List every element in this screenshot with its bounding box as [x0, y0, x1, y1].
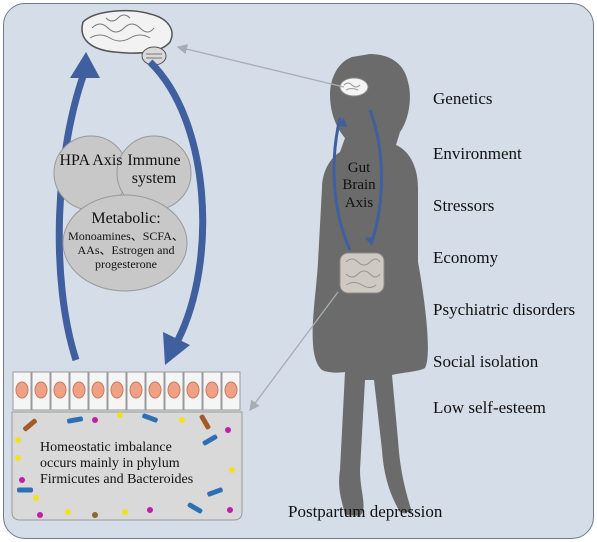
gut-icon	[339, 252, 385, 294]
cell-nucleus	[186, 381, 200, 399]
bacterium-rod	[23, 418, 37, 432]
bacterium-rod	[17, 487, 33, 493]
cell-nucleus	[34, 381, 48, 399]
cell-nucleus	[205, 381, 219, 399]
bacterium-coccus	[225, 427, 231, 433]
cell-nucleus	[148, 381, 162, 399]
cell-nucleus	[72, 381, 86, 399]
brain-icon	[81, 9, 173, 66]
pointer-arrows	[176, 44, 345, 412]
cell-nucleus	[91, 381, 105, 399]
gut-brain-arrows	[332, 109, 383, 251]
cell-nucleus	[167, 381, 181, 399]
bubble-shapes	[53, 135, 192, 292]
bacterium-coccus	[147, 507, 153, 513]
immune-system-label: Immune system	[127, 152, 181, 188]
microbiota-area	[11, 411, 243, 521]
brain-small-icon	[339, 77, 369, 97]
bacterium-coccus	[37, 512, 43, 518]
bacterium-rod	[142, 413, 158, 423]
factor-social-isolation: Social isolation	[433, 352, 539, 371]
cell-nucleus	[53, 381, 67, 399]
outcome-label: Postpartum depression	[288, 502, 443, 521]
bacterium-coccus	[92, 417, 98, 423]
intestinal-epithelium	[12, 371, 241, 411]
gut-brain-axis-label: Gut Brain Axis	[342, 160, 376, 211]
bacterium-coccus	[117, 412, 123, 418]
cell-nucleus	[224, 381, 238, 399]
bacterium-coccus	[19, 477, 25, 483]
cycle-arrows	[55, 52, 207, 365]
bacterium-coccus	[229, 467, 235, 473]
metabolic-title: Metabolic:	[91, 210, 161, 227]
bacterium-rod	[187, 502, 203, 514]
hpa-axis-label: HPA Axis	[59, 152, 123, 169]
bacteria	[15, 412, 235, 518]
bacterium-coccus	[33, 495, 39, 501]
factor-psychiatric-disorders: Psychiatric disorders	[433, 300, 576, 319]
bacterium-coccus	[65, 509, 71, 515]
bacterium-rod	[202, 434, 218, 446]
factor-genetics: Genetics	[433, 89, 493, 108]
cell-nucleus	[129, 381, 143, 399]
cell-nucleus	[110, 381, 124, 399]
bacterium-rod	[207, 487, 223, 497]
bacterium-coccus	[122, 509, 128, 515]
factor-low-self-esteem: Low self-esteem	[433, 398, 546, 417]
factor-stressors: Stressors	[433, 196, 495, 215]
bacterium-rod	[199, 414, 211, 430]
bacterium-coccus	[179, 417, 185, 423]
microbiota-text: Homeostatic imbalance occurs mainly in p…	[40, 440, 194, 488]
bacterium-coccus	[92, 512, 98, 518]
cell-nucleus	[15, 381, 29, 399]
bacterium-rod	[67, 416, 83, 424]
bacterium-coccus	[227, 507, 233, 513]
metabolic-detail: Monoamines、SCFA、AAs、Estrogen and progest…	[68, 229, 184, 271]
factor-environment: Environment	[433, 144, 522, 163]
factor-economy: Economy	[433, 248, 499, 267]
bacterium-coccus	[15, 455, 21, 461]
bacterium-coccus	[15, 437, 21, 443]
